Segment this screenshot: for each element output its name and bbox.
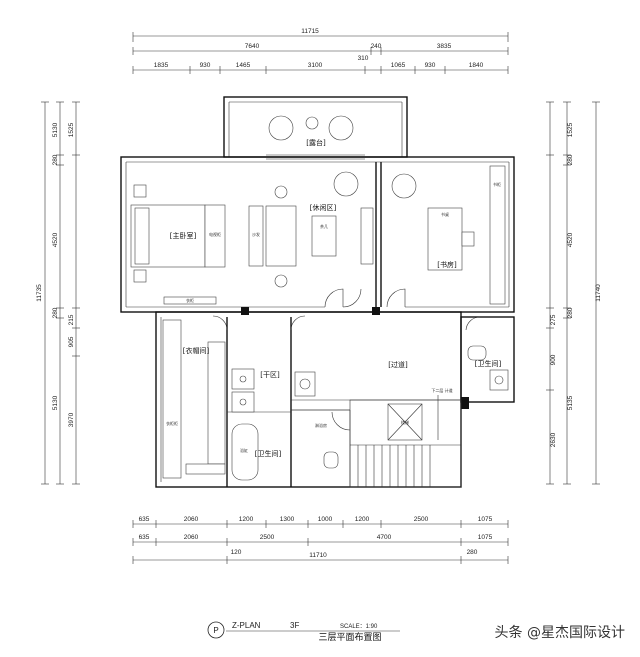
lounge-furniture: [248, 171, 374, 288]
dim-bottom-1200a: 1200: [239, 516, 254, 523]
dim-right-275: 275: [550, 314, 557, 325]
dim-top-240: 240: [371, 43, 382, 50]
watermark: 头条 @星杰国际设计: [495, 624, 625, 641]
terrace-furniture: [268, 115, 354, 141]
dim-top-1835: 1835: [154, 62, 169, 69]
dim-right-1525: 1525: [567, 122, 574, 137]
dim-bottom-4700: 4700: [377, 534, 392, 541]
plan-symbol: P: [213, 626, 218, 635]
dim-top-310: 310: [358, 55, 369, 62]
dim-bottom-1075a: 1075: [478, 516, 493, 523]
dry-area-furniture: [231, 368, 255, 413]
plan-floor: 3F: [290, 621, 299, 630]
dim-top-total: 11715: [301, 28, 319, 35]
label-bathtub: 浴缸: [240, 447, 248, 453]
bottom-dimension-lines: 635 2060 1200 1300 1000 1200 2500 1075 6…: [132, 516, 509, 564]
dim-bottom-1300: 1300: [280, 516, 295, 523]
dim-top-930a: 930: [200, 62, 211, 69]
room-labels: [露台] [主卧室] [休闲区] [书房] [衣帽间] [干区] [过道] [卫…: [170, 138, 502, 458]
dim-bottom-280: 280: [467, 549, 478, 556]
label-shoe-cabinet: 衣柜柜: [166, 420, 178, 426]
dim-bottom-2500a: 2500: [414, 516, 429, 523]
dim-left-1525: 1525: [68, 122, 75, 137]
master-bed: [130, 184, 226, 305]
label-bathroom-bottom: [卫生间]: [255, 449, 282, 458]
dim-top-3835: 3835: [437, 43, 452, 50]
dim-right-2630: 2630: [550, 432, 557, 447]
label-wardrobe: 衣柜: [186, 297, 194, 303]
dim-top-1840: 1840: [469, 62, 484, 69]
label-coffee-table: 茶几: [320, 223, 328, 229]
dim-left-5130b: 5130: [52, 395, 59, 410]
dim-right-280b: 280: [567, 307, 574, 318]
label-display-cabinet: 书柜: [493, 181, 501, 187]
dim-right-5135: 5135: [567, 395, 574, 410]
dim-bottom-2060a: 2060: [184, 516, 199, 523]
plan-scale: SCALE：1:90: [340, 624, 378, 630]
dim-right-900: 900: [550, 354, 557, 365]
dim-left-905: 905: [68, 336, 75, 347]
closet-furniture: [162, 319, 226, 479]
dim-left-5130: 5130: [52, 122, 59, 137]
dim-left-3970: 3970: [68, 412, 75, 427]
dim-bottom-1075b: 1075: [478, 534, 493, 541]
label-sofa: 沙发: [252, 231, 260, 237]
dim-top-7640: 7640: [245, 43, 260, 50]
stairs: [349, 395, 462, 488]
right-dimension-lines: 11740 1525 280 4520 280 5135 275 900 263…: [546, 101, 602, 485]
dim-bottom-120: 120: [231, 549, 242, 556]
study-furniture: [391, 165, 506, 305]
dim-bottom-2500b: 2500: [260, 534, 275, 541]
bottom-bathroom-fixtures: [231, 371, 350, 481]
dim-left-215: 215: [68, 314, 75, 325]
dim-bottom-1200b: 1200: [355, 516, 370, 523]
dim-top-1465: 1465: [236, 62, 251, 69]
label-study: [书房]: [437, 260, 457, 269]
label-stairs-down: 下二层 计道: [431, 387, 452, 393]
plan-title: 三层平面布置图: [318, 631, 381, 643]
dim-right-280a: 280: [567, 154, 574, 165]
label-shower: 淋浴房: [315, 422, 327, 428]
label-dry-area: [干区]: [260, 371, 280, 379]
title-block: P Z-PLAN 3F SCALE：1:90 三层平面布置图: [207, 621, 400, 643]
dim-left-280a: 280: [52, 154, 59, 165]
label-lounge: [休闲区]: [310, 203, 337, 212]
door-swings: [212, 288, 481, 431]
dim-left-4520: 4520: [52, 232, 59, 247]
dim-top-3100: 3100: [308, 62, 323, 69]
dim-bottom-635a: 635: [139, 516, 150, 523]
right-bathroom-fixtures: [467, 345, 509, 391]
label-desk: 书桌: [441, 211, 449, 217]
dim-top-1065: 1065: [391, 62, 406, 69]
dim-left-280b: 280: [52, 307, 59, 318]
dim-left-total: 11735: [36, 284, 43, 302]
label-corridor: [过道]: [388, 360, 408, 369]
dim-bottom-total: 11710: [309, 552, 327, 559]
dim-bottom-2060b: 2060: [184, 534, 199, 541]
label-terrace: [露台]: [306, 138, 326, 147]
label-bathroom-right: [卫生间]: [475, 359, 502, 368]
label-master-bedroom: [主卧室]: [170, 231, 197, 240]
dim-top-930b: 930: [425, 62, 436, 69]
plan-code: Z-PLAN: [232, 621, 261, 630]
top-dimension-lines: 11715 7640 240 3835 310 1835 930 1465 31…: [132, 28, 509, 74]
label-stair-up: 楼梯: [401, 419, 409, 425]
dim-bottom-635b: 635: [139, 534, 150, 541]
dim-right-total: 11740: [595, 284, 602, 302]
plan-symbol-circle: [207, 621, 225, 639]
left-dimension-lines: 11735 5130 280 4520 280 5130 1525 215 90…: [36, 101, 80, 485]
furniture-labels: 电视柜 衣柜 书桌 茶几 沙发 书柜 衣柜柜 浴缸 淋浴房 下二层 计道 楼梯: [166, 181, 501, 453]
dim-right-4520: 4520: [567, 232, 574, 247]
label-tv-cabinet: 电视柜: [209, 231, 221, 237]
dim-bottom-1000: 1000: [318, 516, 333, 523]
label-closet: [衣帽间]: [183, 346, 210, 355]
